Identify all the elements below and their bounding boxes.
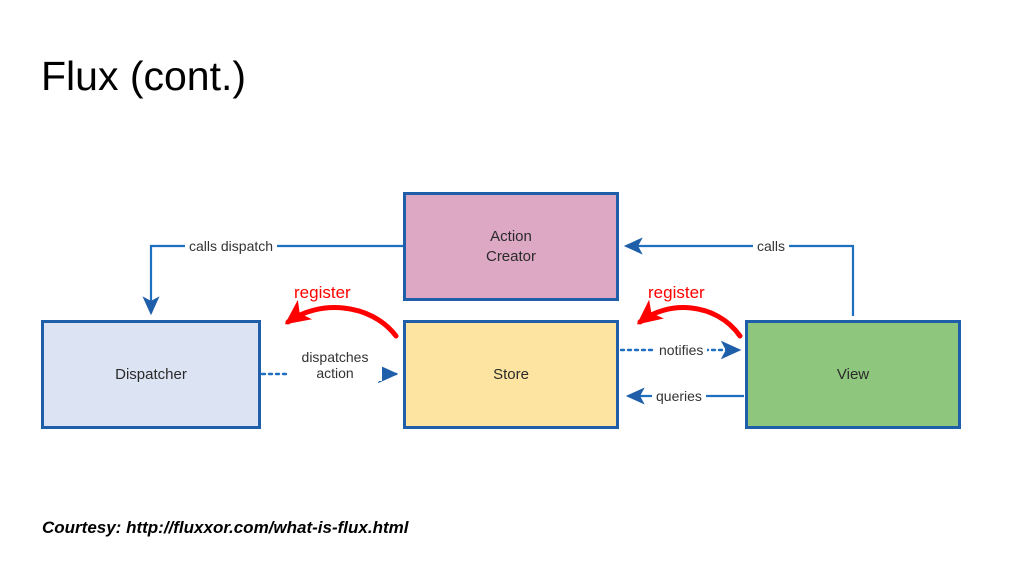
- node-store[interactable]: Store: [403, 320, 619, 429]
- edge-label-calls-dispatch: calls dispatch: [185, 238, 278, 255]
- edge-label-notifies: notifies: [655, 342, 708, 359]
- page-title: Flux (cont.): [41, 53, 247, 99]
- node-store-label: Store: [493, 365, 529, 383]
- edge-label-queries: queries: [652, 388, 706, 405]
- edge-label-calls: calls: [753, 238, 790, 255]
- courtesy-credit: Courtesy: http://fluxxor.com/what-is-flu…: [42, 518, 409, 537]
- edge-register-right: [636, 299, 743, 339]
- edge-calls: [623, 237, 855, 316]
- edge-label-register-left: register: [294, 283, 351, 302]
- node-dispatcher[interactable]: Dispatcher: [41, 320, 261, 429]
- edge-label-register-right: register: [648, 283, 705, 302]
- node-view[interactable]: View: [745, 320, 961, 429]
- edge-register-left: [284, 299, 399, 339]
- node-action-creator[interactable]: Action Creator: [403, 192, 619, 301]
- edge-label-dispatches-action: dispatches action: [288, 349, 382, 382]
- flux-diagram: Action Creator Dispatcher Store View cal…: [0, 150, 1024, 470]
- edge-calls-dispatch: [142, 244, 403, 316]
- node-action-creator-label: Action Creator: [485, 227, 537, 265]
- node-view-label: View: [836, 365, 870, 383]
- node-dispatcher-label: Dispatcher: [115, 365, 187, 383]
